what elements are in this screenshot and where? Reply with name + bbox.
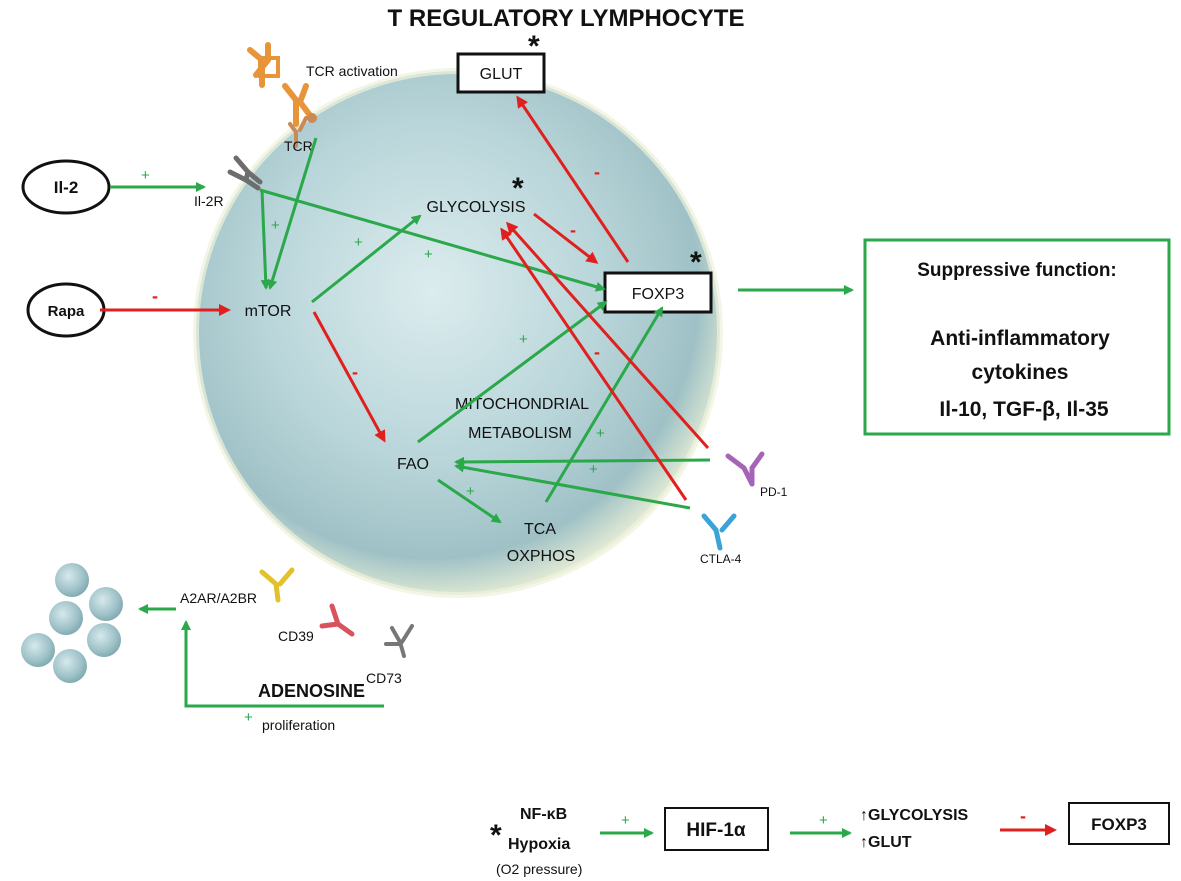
suppressive-function-box [863,238,1171,436]
mito-label-1: MITOCHONDRIAL [455,396,589,413]
il2r-receptor-icon [227,155,263,191]
legend-foxp3-label: FOXP3 [1091,815,1147,834]
il2r-label: Il-2R [194,193,224,209]
foxp3-glut-minus-sign: - [594,162,600,182]
cd73-label: CD73 [366,670,402,686]
glycolysis-star: * [512,172,524,205]
glut-label: GLUT [480,66,523,83]
tca-label-2: OXPHOS [507,548,575,565]
glycolysis-label: GLYCOLYSIS [427,199,526,216]
rapa-minus-sign: - [152,286,158,306]
legend-plus-1: + [621,812,630,829]
tcr-label: TCR [284,138,313,154]
adenosine-label: ADENOSINE [258,681,365,701]
pd1-receptor-icon [725,451,765,487]
mtor-glycolysis-plus-sign: + [354,234,363,251]
proliferation-label: proliferation [262,717,335,733]
adenosine-plus-sign: + [244,709,253,726]
fao-tca-plus-sign: + [466,483,475,500]
legend-up-glut: ↑GLUT [860,834,912,851]
diagram-title: T REGULATORY LYMPHOCYTE [388,5,745,32]
legend-nfkb: NF-κB [520,806,567,823]
inhibition-arrows [100,95,710,501]
il2-input-label: Il-2 [54,178,79,197]
a2ar-label: A2AR/A2BR [180,590,257,606]
foxp3-label: FOXP3 [632,286,685,303]
mtor-label: mTOR [245,303,292,320]
cytokines-list: Il-10, TGF-β, Il-35 [939,398,1109,421]
tcr-receptor-icon [247,42,315,127]
glut-box [456,52,546,94]
legend-plus-2: + [819,812,828,829]
mtor-fao-minus-sign: - [352,362,358,382]
tcr-small-receptor-icon [288,113,317,148]
cd39-receptor-icon [319,603,355,637]
tca-foxp3-plus-sign: + [596,425,605,442]
legend-foxp3-box [1068,802,1170,845]
tca-label-1: TCA [524,521,556,538]
il2-plus-sign: + [141,167,150,184]
legend-up-glycolysis: ↑GLYCOLYSIS [860,807,969,824]
ctla4-glycolysis-minus-sign: - [594,342,600,362]
legend-o2-pressure: (O2 pressure) [496,861,582,877]
rapa-input-label: Rapa [48,303,85,320]
tcr-activation-label: TCR activation [306,63,398,79]
il2r-mtor-plus-sign: + [271,217,280,234]
glycolysis-foxp3-minus-sign: - [570,220,576,240]
ctla4-receptor-icon [701,513,737,551]
glut-star: * [528,30,540,63]
legend-star: * [490,819,502,852]
a2ar-receptor-icon [259,567,295,603]
ctla4-label: CTLA-4 [700,552,742,566]
mito-label-2: METABOLISM [468,425,572,442]
anti-inflammatory-label: Anti-inflammatory [930,327,1110,350]
foxp3-star: * [690,246,702,279]
legend-minus: - [1020,806,1026,826]
fao-label: FAO [397,456,429,473]
fao-foxp3-plus-sign: + [519,331,528,348]
suppressive-function-title: Suppressive function: [917,260,1117,281]
foxp3-box [603,271,713,314]
activation-arrows [110,137,854,708]
cytokines-label: cytokines [972,361,1069,384]
ctla4-fao-plus-sign: + [589,461,598,478]
legend-hif-box [664,807,769,851]
pd1-label: PD-1 [760,485,788,499]
proliferating-cells [21,563,123,683]
il2r-foxp3-plus-sign: + [424,246,433,263]
cd73-receptor-icon [384,624,414,658]
legend-hypoxia: Hypoxia [508,836,570,853]
il2-input-circle [21,159,111,215]
cd39-label: CD39 [278,628,314,644]
hif-pathway-legend: * NF-κB Hypoxia (O2 pressure) + HIF-1α +… [490,802,1170,877]
legend-hif-label: HIF-1α [686,820,746,841]
